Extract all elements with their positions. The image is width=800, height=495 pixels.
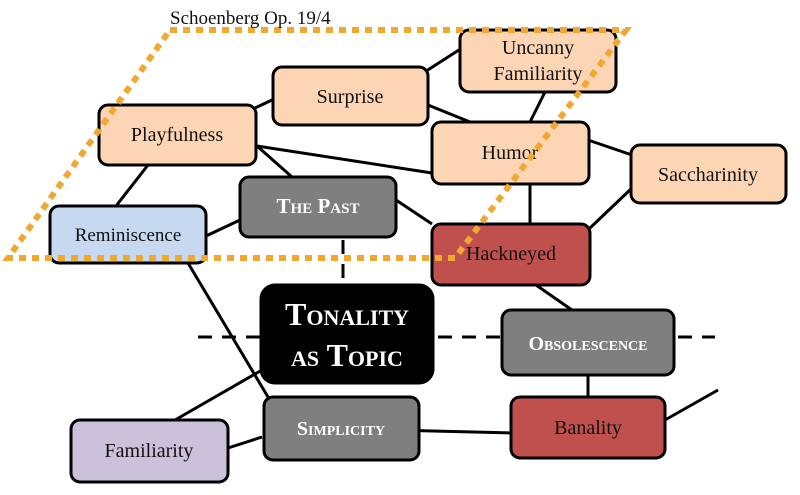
edge-past-reminiscence bbox=[205, 218, 241, 238]
surprise-label: Surprise bbox=[317, 86, 384, 108]
obsolescence-label: Obsolescence bbox=[528, 333, 647, 355]
node-banality: Banality bbox=[509, 395, 667, 460]
node-simplicity: Simplicity bbox=[262, 395, 421, 462]
node-humor: Humor bbox=[430, 120, 591, 186]
node-saccharinity: Saccharinity bbox=[629, 143, 788, 205]
edge-reminiscence-simplicity bbox=[186, 262, 270, 398]
edge-past-hackneyed bbox=[395, 198, 433, 226]
edge-familiarity-simplicity bbox=[227, 435, 263, 450]
edge-banality-offpage bbox=[664, 388, 719, 422]
node-tonality-as-topic: Tonality as Topic bbox=[259, 283, 435, 385]
uncanny-label-line2: Familiarity bbox=[494, 63, 583, 85]
node-reminiscence: Reminiscence bbox=[48, 204, 208, 265]
simplicity-label: Simplicity bbox=[297, 418, 385, 440]
node-hackneyed: Hackneyed bbox=[430, 222, 592, 287]
node-playfulness: Playfulness bbox=[97, 103, 258, 167]
edge-humor-saccharinity bbox=[587, 138, 633, 157]
edge-playfulness-past bbox=[256, 144, 293, 179]
saccharinity-label: Saccharinity bbox=[658, 164, 758, 186]
node-surprise: Surprise bbox=[271, 65, 430, 127]
banality-label: Banality bbox=[554, 417, 622, 439]
playfulness-label: Playfulness bbox=[131, 124, 223, 146]
node-familiarity: Familiarity bbox=[69, 418, 230, 484]
axis-lines bbox=[198, 240, 715, 339]
edge-playfulness-humor bbox=[256, 144, 433, 175]
edge-familiarity-tonality bbox=[174, 368, 263, 422]
edge-playfulness-surprise bbox=[254, 98, 273, 110]
uncanny-label-line1: Uncanny bbox=[502, 37, 574, 59]
edge-uncanny-humor bbox=[528, 91, 547, 123]
tonality-label-line1: Tonality bbox=[285, 296, 409, 332]
edge-saccharinity-hackneyed bbox=[588, 186, 634, 230]
node-obsolescence: Obsolescence bbox=[500, 308, 676, 377]
node-the-past: The Past bbox=[238, 175, 398, 239]
region-label: Schoenberg Op. 19/4 bbox=[170, 8, 331, 29]
edge-hackneyed-obsolescence bbox=[535, 283, 573, 312]
edge-surprise-humor bbox=[427, 103, 471, 124]
edge-playfulness-reminiscence bbox=[114, 164, 150, 207]
the-past-label: The Past bbox=[277, 194, 360, 218]
edges bbox=[114, 46, 719, 450]
schoenberg-region-outline bbox=[2, 27, 632, 261]
reminiscence-label: Reminiscence bbox=[75, 225, 182, 246]
humor-label: Humor bbox=[482, 142, 539, 164]
hackneyed-label: Hackneyed bbox=[466, 243, 556, 265]
familiarity-label: Familiarity bbox=[105, 440, 194, 462]
tonality-label-line2: as Topic bbox=[291, 337, 403, 373]
node-uncanny-familiarity: Uncanny Familiarity bbox=[458, 28, 618, 94]
